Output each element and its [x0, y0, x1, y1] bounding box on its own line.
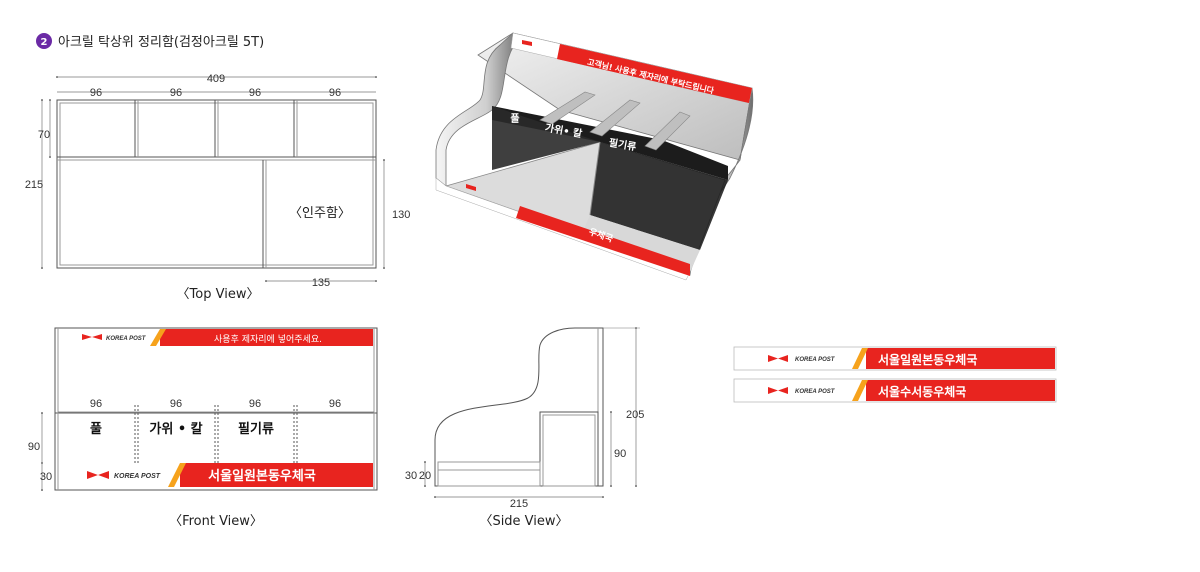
front-comp-4: 96: [329, 398, 341, 410]
step-badge: [36, 33, 52, 49]
side-base-inner: 20: [419, 470, 431, 482]
front-label-glue: 풀: [90, 422, 102, 437]
top-row-height: 70: [38, 129, 50, 141]
name-banner-2: KOREA POST 서울수서동우체국: [733, 378, 1057, 403]
front-height: 90: [28, 441, 40, 453]
front-comp-3: 96: [249, 398, 261, 410]
banner-2-text: 서울수서동우체국: [878, 384, 966, 399]
step-badge-number: 2: [41, 37, 48, 48]
side-front-height: 90: [614, 448, 626, 460]
name-banner-1: KOREA POST 서울일원본동우체국: [733, 346, 1057, 371]
top-view-caption: 〈Top View〉: [177, 287, 260, 302]
korea-post-logo: KOREA POST: [82, 334, 147, 342]
side-view: [424, 327, 640, 498]
front-comp-2: 96: [170, 398, 182, 410]
top-comp-4: 96: [329, 87, 341, 99]
side-view-dimensions: 215 205 90 30 20 〈Side View〉: [405, 409, 644, 529]
top-comp-3: 96: [249, 87, 261, 99]
top-view-dimensions: 409 96 96 96 96 215 70 130 135 〈인주함〉 〈To…: [25, 73, 411, 302]
banner-2-brand: KOREA POST: [795, 389, 836, 395]
front-label-pens: 필기류: [238, 422, 274, 437]
side-depth: 215: [510, 498, 528, 510]
side-view-caption: 〈Side View〉: [479, 514, 568, 529]
banner-1-text: 서울일원본동우체국: [878, 352, 977, 367]
top-inner-width: 135: [312, 277, 330, 289]
top-box-label: 〈인주함〉: [289, 206, 351, 221]
banner-1-brand: KOREA POST: [795, 357, 836, 363]
front-top-banner-text: 사용후 제자리에 넣어주세요.: [214, 334, 322, 345]
front-comp-1: 96: [90, 398, 102, 410]
top-height: 215: [25, 179, 43, 191]
section-title: 2 아크릴 탁상위 정리함(검정아크릴 5T): [36, 33, 264, 50]
top-view: [41, 76, 385, 282]
top-inner-height: 130: [392, 209, 410, 221]
front-top-banner: KOREA POST 사용후 제자리에 넣어주세요.: [59, 329, 373, 346]
front-view: [41, 327, 378, 491]
front-base-height: 30: [40, 471, 52, 483]
side-total-height: 205: [626, 409, 644, 421]
front-view-dimensions: 96 96 96 96 풀 가위 • 칼 필기류 90 30 〈Front Vi…: [28, 398, 341, 529]
top-comp-1: 96: [90, 87, 102, 99]
title-text: 아크릴 탁상위 정리함(검정아크릴 5T): [58, 35, 264, 50]
front-label-scissors: 가위 • 칼: [149, 422, 202, 437]
top-comp-2: 96: [170, 87, 182, 99]
korea-post-logo-front: KOREA POST: [87, 471, 161, 480]
front-bottom-brand: KOREA POST: [114, 473, 161, 480]
side-base-left: 30: [405, 470, 417, 482]
render-label-glue: 풀: [510, 113, 519, 125]
front-bottom-banner-text: 서울일원본동우체국: [208, 468, 316, 484]
front-top-brand: KOREA POST: [106, 336, 147, 342]
top-width: 409: [207, 73, 225, 85]
product-render: 고객님! 사용후 제자리에 부탁드립니다 풀 가위• 칼 필기류 우체국: [435, 32, 754, 281]
front-bottom-banner: KOREA POST 서울일원본동우체국: [59, 463, 373, 487]
front-view-caption: 〈Front View〉: [169, 514, 263, 529]
